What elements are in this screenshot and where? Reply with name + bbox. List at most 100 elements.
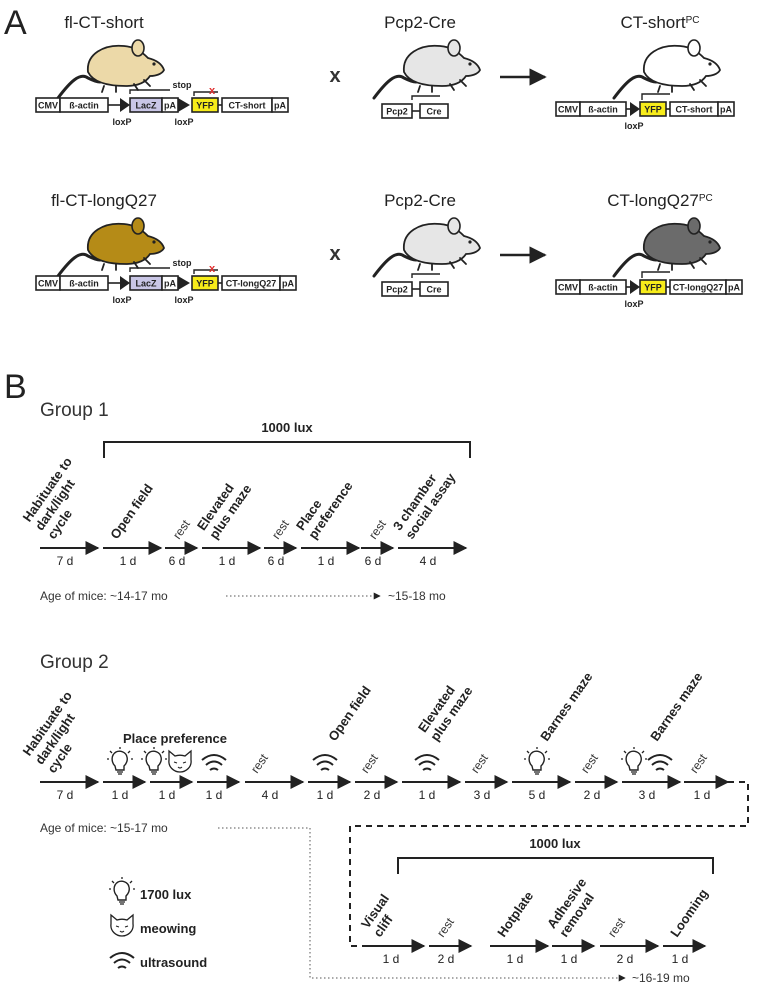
row2-p1-pa1-label: pA [164,279,176,289]
group2-step-2-bulb-icon [106,746,134,775]
group2-age-start: Age of mice: ~15-17 mo [40,821,168,835]
legend-cat-label: meowing [140,921,196,936]
row1-p1-excision-x: x [209,85,216,97]
group2-step-13-label: rest [687,751,710,776]
group1-step-6-duration: 1 d [318,554,335,568]
row1-p2-cre [419,103,449,119]
group2-step-2-duration: 1 d [112,788,129,802]
group1-step-2-duration: 1 d [120,554,137,568]
row2-p1-stop: stop [173,258,193,268]
group1-lux-label: 1000 lux [261,420,313,435]
group2-step-12-duration: 3 d [639,788,656,802]
group2-step-8-label: Elevatedplus maze [415,675,476,744]
row1-offspring-mouse [612,38,722,100]
group1-lux-bracket [103,441,471,458]
row1-o-yfp-label: YFP [644,105,662,115]
row1-p1-lacz-label: LacZ [135,101,157,111]
group2-step-3-duration: 1 d [159,788,176,802]
panel-a-label: A [4,4,27,42]
row1-p1-actin-label: ß-actin [69,101,99,111]
group2-step-11-label: rest [578,751,601,776]
row2-p2-pcp2-label: Pcp2 [386,285,408,295]
legend-bulb-label: 1700 lux [140,887,192,902]
row2-o-ct-label: CT-longQ27 [673,283,724,293]
row1-parent2-construct: Pcp2 Cre [381,95,449,119]
row1-o-ct-label: CT-short [676,105,713,115]
row1-parent2-mouse [372,38,482,100]
row1-offspring-title: CT-shortPC [620,13,699,32]
row1-parent1-title: fl-CT-short [64,13,144,32]
group2-step-5-duration: 4 d [262,788,279,802]
group2-step-4-waves-icon [201,754,227,771]
group1-step-1-label: Habituate todark/lightcycle [20,454,100,541]
group2-step-9-duration: 3 d [474,788,491,802]
group2-row2-step-6-label: Looming [667,886,711,940]
group1-step-7-label: rest [366,517,389,542]
row1-o-loxp: loxP [624,121,643,131]
row2-p1-excision-x: x [209,263,216,275]
legend-waves-icon [109,952,135,969]
group1-step-3-duration: 6 d [169,554,186,568]
row1-p1-ct-label: CT-short [229,101,266,111]
row1-p1-loxp1: loxP [112,117,131,127]
row2-p2-cre [419,281,449,297]
group1-step-5-label: rest [269,517,292,542]
group1-age-end: ~15-18 mo [388,589,446,603]
group2-step-12-label: Barnes maze [647,669,705,743]
legend-cat-icon [110,914,134,937]
group2-lux-bracket [397,857,714,874]
row1-p1-yfp-label: YFP [196,101,214,111]
row2-parent2-title: Pcp2-Cre [384,191,456,210]
group2-step-1-label: Habituate todark/lightcycle [20,688,100,775]
group1-age-start: Age of mice: ~14-17 mo [40,589,168,603]
row2-p2-cre-label: Cre [426,285,441,295]
group2-step-11-duration: 2 d [584,788,601,802]
group2-lux-label: 1000 lux [529,836,581,851]
group2-row2-step-5-label: rest [605,915,628,940]
row1-o-pa-label: pA [720,105,732,115]
group1-step-7-duration: 6 d [365,554,382,568]
row2-p1-actin-label: ß-actin [69,279,99,289]
group2-step-1-duration: 7 d [57,788,74,802]
group1-step-3-label: rest [170,517,193,542]
row2-p1-yfp-label: YFP [196,279,214,289]
row1-p2-pcp2-label: Pcp2 [386,107,408,117]
group2-step-8-duration: 1 d [419,788,436,802]
row2-p1-loxp2: loxP [174,295,193,305]
group2-row2-step-3-duration: 1 d [507,952,524,966]
group1-step-2-label: Open field [107,481,156,542]
row2-o-loxp: loxP [624,299,643,309]
row1-o-actin-label: ß-actin [588,105,618,115]
group2-step-6-label: Open field [325,683,374,744]
row2-p1-pa2 [279,275,297,291]
group2-step-6-waves-icon [312,754,338,771]
row2-p1-pa2-label: pA [282,279,294,289]
group2-step-7-duration: 2 d [364,788,381,802]
group2-row2-step-4-label: Adhesiveremoval [544,875,602,940]
group1-step-4-duration: 1 d [219,554,236,568]
group1-step-8-duration: 4 d [420,554,437,568]
row2-p1-loxp1: loxP [112,295,131,305]
row1-p2-cre-label: Cre [426,107,441,117]
group1-step-8-label: 3 chambersocial assay [390,461,459,542]
group1-step-1-duration: 7 d [57,554,74,568]
row1-p1-loxp2: loxP [174,117,193,127]
group2-row2-step-2-label: rest [434,915,457,940]
row2-o-yfp-label: YFP [644,283,662,293]
group2-row2-step-1-label: Visualcliff [358,891,404,939]
row2-offspring-mouse [612,216,722,278]
group2-row-connector [349,781,749,947]
row2-p1-ct-label: CT-longQ27 [226,279,277,289]
row2-parent2-mouse [372,216,482,278]
group2-step-9-label: rest [468,751,491,776]
group2-step-4-duration: 1 d [206,788,223,802]
row1-p1-pa2-label: pA [274,101,286,111]
row1-p1-pa2 [271,97,289,113]
legend-bulb-icon [108,876,136,905]
